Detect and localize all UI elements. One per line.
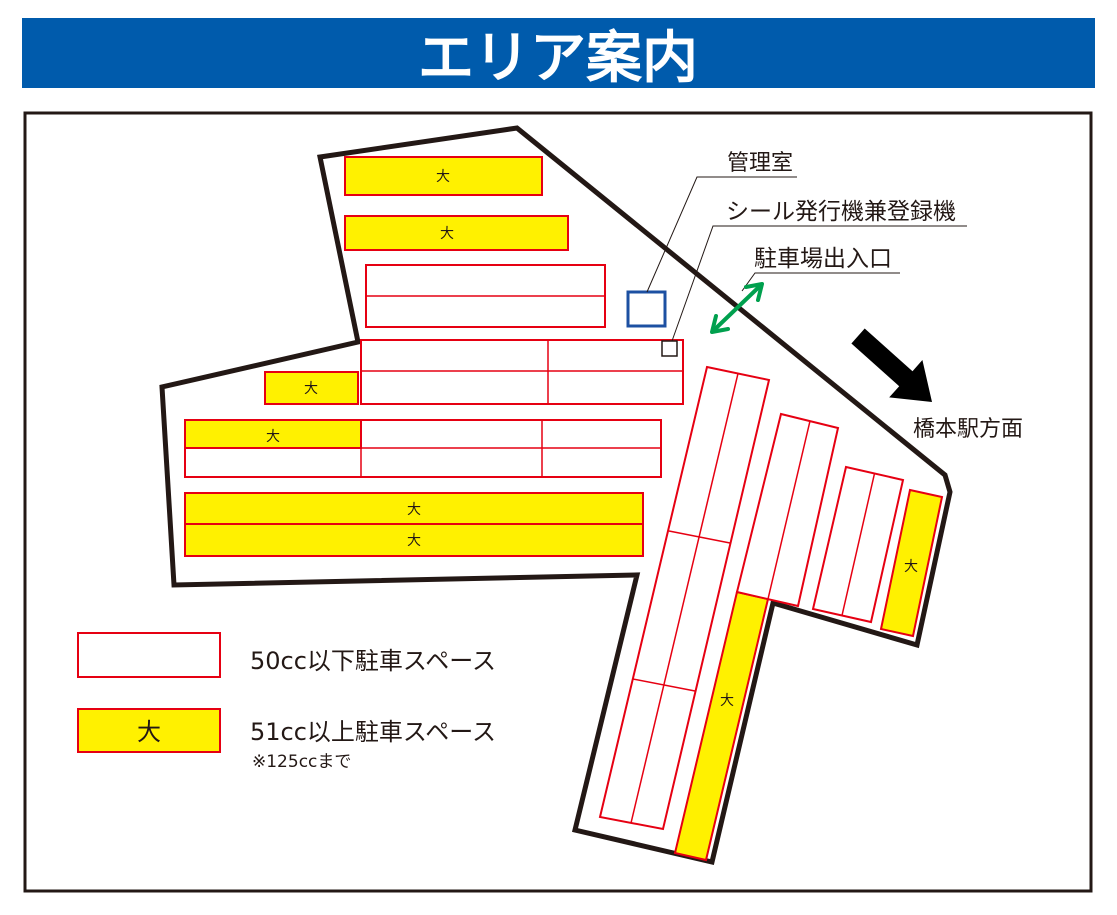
legend-large-swatch-label: 大 — [137, 718, 161, 746]
leader-line-entrance — [741, 272, 900, 292]
legend-large-label: 51cc以上駐車スペース — [250, 718, 496, 746]
legend-large-note: ※125ccまで — [252, 752, 351, 772]
large-space-row-4 — [184, 419, 362, 449]
left-parking-area: 大 大 大 大 大 大 — [184, 156, 684, 557]
sticker-machine-box — [661, 340, 678, 357]
page-title: エリア案内 — [418, 26, 698, 91]
space-divider — [767, 420, 811, 600]
small-space-block-2 — [360, 339, 684, 405]
legend-large-swatch — [77, 708, 221, 753]
space-divider — [668, 530, 731, 544]
right-parking-area: 大 — [735, 412, 944, 638]
direction-label: 橋本駅方面 — [913, 417, 1023, 442]
large-space-label: 大 — [304, 381, 318, 397]
office-label: 管理室 — [727, 151, 793, 176]
large-space-row-6 — [184, 523, 644, 557]
double-arrow-icon — [710, 282, 764, 334]
large-space-label: 大 — [720, 693, 734, 709]
leader-line-office — [646, 176, 797, 293]
large-space-label: 大 — [436, 169, 450, 185]
office-box — [626, 290, 667, 328]
map-frame — [23, 111, 1093, 893]
legend-small-swatch — [77, 632, 221, 678]
space-divider — [841, 473, 876, 616]
stem-parking-area: 大 — [598, 365, 771, 862]
large-space-right — [879, 488, 944, 638]
space-divider — [630, 373, 739, 824]
large-space-label: 大 — [407, 533, 421, 549]
header-background — [22, 18, 1095, 88]
sticker-machine-label: シール発行機兼登録機 — [726, 199, 956, 225]
large-space-row-5 — [184, 492, 644, 525]
legend-small-label: 50cc以下駐車スペース — [250, 647, 496, 675]
entrance-label: 駐車場出入口 — [754, 246, 892, 272]
lot-outline — [159, 125, 953, 866]
large-space-label: 大 — [407, 502, 421, 518]
space-divider — [632, 678, 696, 692]
small-space-block-a — [735, 412, 840, 608]
arrow-down-right-icon — [851, 328, 932, 402]
header-banner: エリア案内 — [22, 18, 1095, 91]
leader-line-sticker-machine — [671, 225, 967, 342]
legend: 50cc以下駐車スペース 大 51cc以上駐車スペース ※125ccまで — [77, 632, 496, 772]
large-space-row-3 — [264, 371, 359, 405]
large-space-row-2 — [344, 215, 569, 251]
large-space-label: 大 — [440, 226, 454, 242]
large-space-label: 大 — [904, 559, 918, 575]
large-space-label: 大 — [266, 429, 280, 445]
large-space-row-1 — [344, 156, 543, 196]
